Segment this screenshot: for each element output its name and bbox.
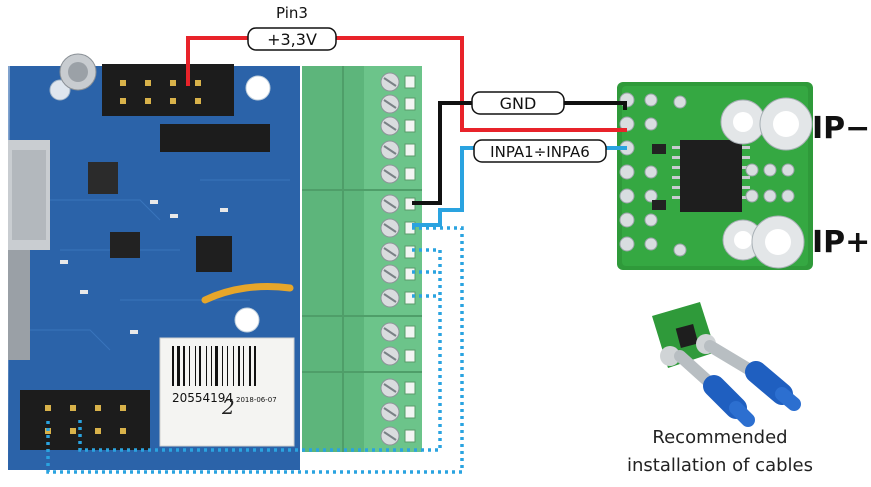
- gnd-label: GND: [471, 91, 565, 115]
- ip-minus-terminal: [720, 97, 813, 151]
- black-wire-gnd: [412, 101, 627, 205]
- barcode: [172, 346, 256, 386]
- pin-header-top: [102, 64, 234, 116]
- mount-hole: [245, 75, 271, 101]
- svg-text:+3,3V: +3,3V: [267, 30, 317, 49]
- supply-label: +3,3V: [247, 27, 337, 51]
- ic-chip: [110, 232, 140, 258]
- caption-line-1: Recommended: [652, 427, 788, 448]
- svg-text:GND: GND: [500, 94, 537, 113]
- red-wire-supply: [186, 36, 627, 132]
- terminal-screws: [380, 72, 416, 446]
- mount-hole: [234, 307, 260, 333]
- svg-text:INPA1÷INPA6: INPA1÷INPA6: [490, 143, 590, 161]
- installation-caption: Recommended installation of cables: [600, 424, 840, 480]
- microcontroller-chip: [196, 236, 232, 272]
- ip-minus-label: IP−: [812, 111, 870, 146]
- ip-plus-terminal: [722, 215, 805, 269]
- handwritten-mark: 2: [221, 395, 235, 419]
- barcode-number: 20554194: [172, 391, 233, 405]
- current-sensor-board: [617, 82, 813, 270]
- pin-header-bottom: [20, 390, 150, 450]
- regulator-chip: [88, 162, 118, 194]
- pin3-label: Pin3: [276, 4, 308, 22]
- terminal-blocks: [302, 66, 422, 452]
- jumper-wire: [201, 283, 294, 304]
- mount-hole: [324, 452, 336, 464]
- caption-line-2: installation of cables: [627, 455, 813, 476]
- installation-photo: [652, 302, 801, 427]
- ip-plus-label: IP+: [812, 225, 870, 260]
- blue-dotted-wires: [46, 226, 464, 474]
- input-label: INPA1÷INPA6: [473, 139, 607, 163]
- sensor-chip: [680, 140, 742, 212]
- barcode-sticker: 20554194 2018-06-07 2: [159, 337, 295, 447]
- barcode-date: 2018-06-07: [236, 396, 277, 404]
